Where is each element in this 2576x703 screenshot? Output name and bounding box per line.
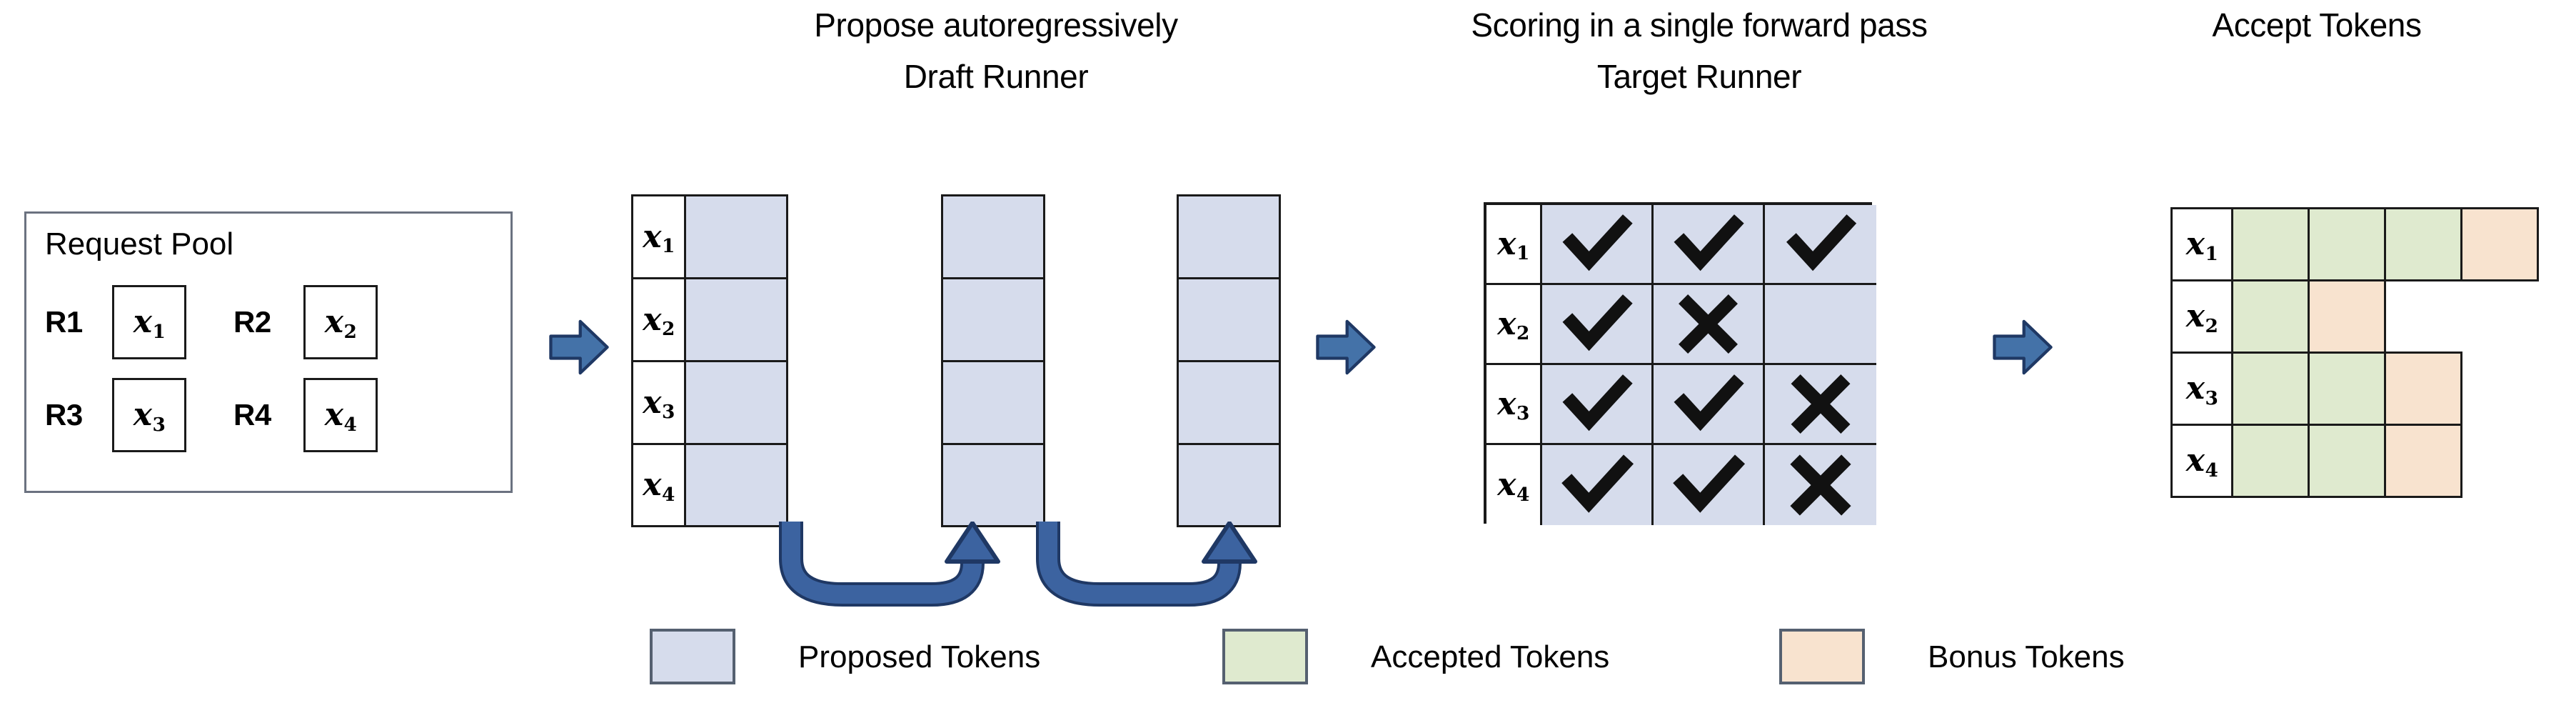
accept-cell-accepted [2308,352,2386,426]
check-icon [1674,374,1744,432]
accept-cell-accepted [2231,424,2310,498]
draft-proposed-cell [1179,362,1279,445]
legend-swatch-proposed [650,629,735,684]
request-label-r4: R4 [233,398,271,432]
draft-step-column-1 [684,194,788,527]
check-icon [1561,454,1634,513]
accept-row-label-x1: x1 [2170,207,2233,281]
accept-row-label-x4: x4 [2170,424,2233,498]
draft-step-column-2 [941,194,1045,527]
draft-proposed-cell [1179,196,1279,279]
draft-proposed-cell [943,196,1043,279]
token-x2: x2 [324,304,357,343]
accept-row-label-x2: x2 [2170,279,2233,354]
right-arrow-icon [549,319,609,375]
heading-target-runner: Target Runner [1596,58,1802,95]
flow-arrow-pool-to-draft [548,316,610,378]
draft-proposed-cell [1179,445,1279,525]
draft-proposed-cell [1179,279,1279,362]
target-row-label-x1: x1 [1486,205,1542,285]
request-pool-panel: Request Pool R1 x1 R2 x2 R3 x3 R4 x4 [24,211,513,493]
accept-cell-accepted [2308,207,2386,281]
accept-cell-bonus [2384,424,2462,498]
request-label-r2: R2 [233,305,271,339]
target-score-cell-accept [1542,205,1654,285]
target-score-cell-reject [1765,365,1876,445]
heading-draft-runner: Draft Runner [903,58,1089,95]
curved-up-arrow-icon [1036,522,1257,607]
legend-swatch-accepted [1222,629,1308,684]
right-arrow-icon [1993,319,2053,375]
request-token-box-r4: x4 [303,378,378,452]
target-row-label-x3: x3 [1486,365,1542,445]
target-score-cell-reject [1765,445,1876,525]
target-score-cell-reject [1654,285,1765,365]
draft-row-label-x1: x1 [633,196,684,279]
target-score-cell-accept [1654,365,1765,445]
check-icon [1674,214,1744,271]
legend-swatch-bonus [1779,629,1865,684]
draft-proposed-cell [686,279,786,362]
draft-proposed-cell [943,279,1043,362]
accept-cell-bonus [2384,352,2462,426]
request-label-r1: R1 [45,305,83,339]
request-label-r3: R3 [45,398,83,432]
autoregressive-loop-arrow-1 [771,522,1007,614]
target-score-cell-accept [1654,445,1765,525]
flow-arrow-draft-to-target [1315,316,1377,378]
right-arrow-icon [1316,319,1376,375]
target-score-cell-accept [1542,445,1654,525]
draft-proposed-cell [943,445,1043,525]
draft-proposed-cell [686,362,786,445]
target-score-cell-accept [1542,365,1654,445]
target-score-cell-accept [1765,205,1876,285]
heading-propose-autoregressively: Propose autoregressively [814,6,1178,44]
check-icon [1562,214,1633,271]
curved-up-arrow-icon [779,522,1000,607]
draft-step-column-3 [1177,194,1281,527]
accept-cell-accepted [2384,207,2462,281]
check-icon [1786,214,1857,271]
heading-accept-tokens: Accept Tokens [2212,6,2422,44]
cross-icon [1791,374,1851,434]
target-row-label-x2: x2 [1486,285,1542,365]
accept-cell-bonus [2308,279,2386,354]
accept-row-label-x3: x3 [2170,352,2233,426]
heading-scoring-single-forward-pass: Scoring in a single forward pass [1471,6,1928,44]
legend-label-proposed: Proposed Tokens [798,639,1041,674]
accept-cell-bonus [2460,207,2539,281]
draft-row-label-x4: x4 [643,467,675,506]
target-runner-grid: x1 x2 x3 [1484,202,1876,525]
cross-icon [1790,454,1851,516]
autoregressive-loop-arrow-2 [1028,522,1264,614]
draft-proposed-cell [943,362,1043,445]
request-token-box-r3: x3 [112,378,186,452]
check-icon [1673,454,1746,513]
token-x1: x1 [133,304,166,343]
draft-runner-label-column: x1 x2 x3 x4 [631,194,684,527]
check-icon [1562,374,1633,432]
accept-cell-accepted [2231,207,2310,281]
target-score-cell-empty [1765,285,1876,365]
token-x4: x4 [324,397,357,436]
check-icon [1562,294,1633,352]
accept-cell-accepted [2231,352,2310,426]
legend-label-bonus: Bonus Tokens [1928,639,2125,674]
flow-arrow-target-to-accept [1992,316,2053,378]
target-score-cell-accept [1542,285,1654,365]
request-token-box-r2: x2 [303,285,378,359]
token-x3: x3 [133,397,166,436]
accept-cell-accepted [2231,279,2310,354]
legend-label-accepted: Accepted Tokens [1371,639,1610,674]
target-row-label-x4: x4 [1486,445,1542,525]
draft-proposed-cell [686,445,786,525]
cross-icon [1679,294,1738,354]
draft-row-label-x3: x3 [633,362,684,445]
draft-row-label-x2: x2 [633,279,684,362]
request-pool-title: Request Pool [45,226,234,261]
request-token-box-r1: x1 [112,285,186,359]
draft-proposed-cell [686,196,786,279]
accept-cell-accepted [2308,424,2386,498]
target-score-cell-accept [1654,205,1765,285]
